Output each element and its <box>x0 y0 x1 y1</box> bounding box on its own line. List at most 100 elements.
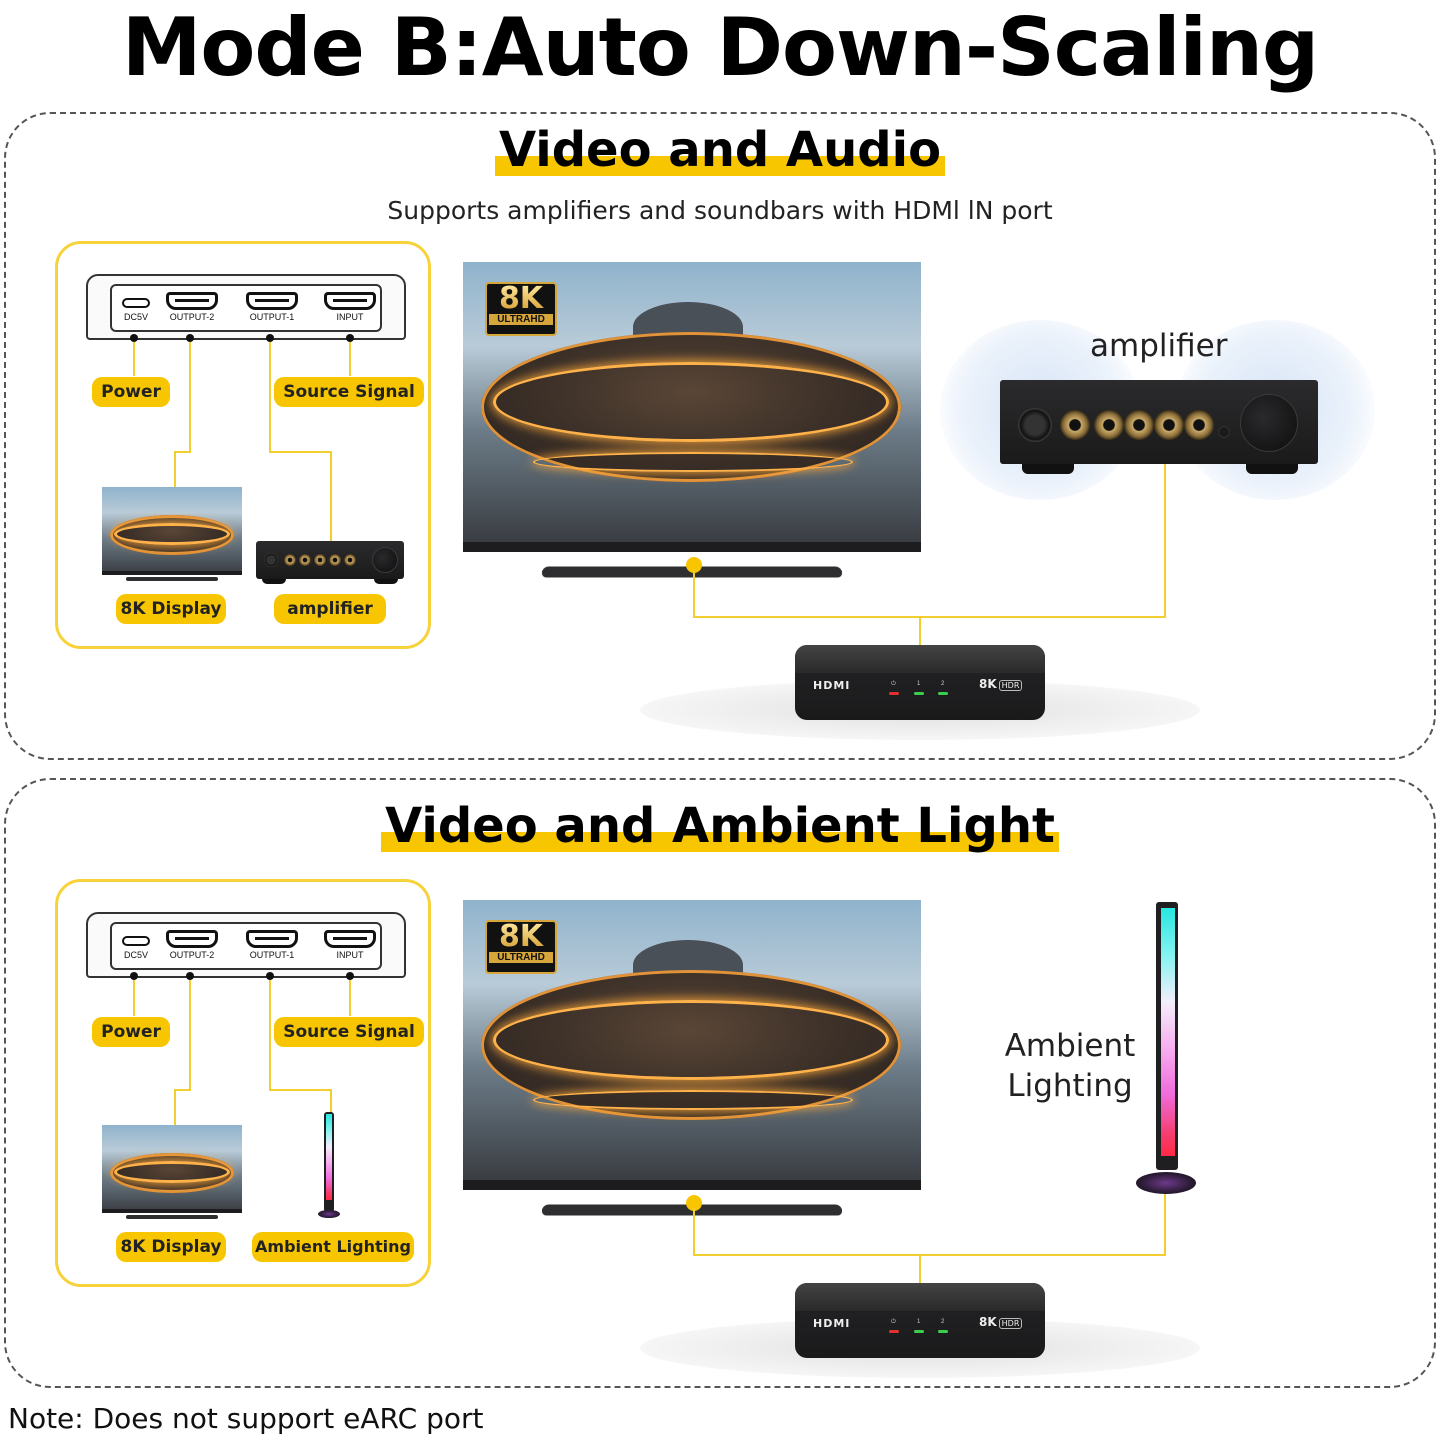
label-source-signal: Source Signal <box>274 1017 424 1047</box>
hdmi-port-icon <box>246 292 298 310</box>
port-label: INPUT <box>336 950 364 960</box>
footer-note: Note: Does not support eARC port <box>8 1402 484 1435</box>
switch-hdr-text: HDR <box>998 680 1023 691</box>
hdmi-port-icon <box>324 292 376 310</box>
tv-screen: 8K ULTRAHD <box>463 262 921 542</box>
ambient-label-line1: Ambient <box>1004 1028 1136 1064</box>
connector-line <box>693 1208 695 1256</box>
mini-tv-screen <box>102 487 242 573</box>
usb-c-port-icon <box>122 936 150 946</box>
ambient-lighting-label: Ambient Lighting <box>994 1026 1146 1106</box>
port-dot <box>266 972 274 980</box>
section-title-text: Video and Audio <box>494 122 946 178</box>
ufo-ring <box>114 1161 230 1183</box>
mini-tv-stand <box>126 1215 218 1219</box>
connection-diagram-ambient: DC5V OUTPUT-2 OUTPUT-1 INPUT Power Sourc… <box>55 879 431 1287</box>
connector-line <box>349 342 351 376</box>
port-label: OUTPUT-1 <box>249 950 295 960</box>
label-8k-display: 8K Display <box>116 594 226 624</box>
connector-line <box>693 1254 1166 1256</box>
tv-bezel <box>463 542 921 552</box>
tv-bezel <box>463 1180 921 1190</box>
amp-foot <box>1022 464 1074 474</box>
led-power-label: ⏻ <box>891 1319 896 1325</box>
port-label: OUTPUT-2 <box>169 312 215 322</box>
switch-8k-text: 8K <box>979 1315 997 1329</box>
light-glow <box>1161 908 1175 1156</box>
connector-line <box>174 1089 191 1091</box>
rca-jack <box>284 554 296 566</box>
port-dot <box>346 334 354 342</box>
port-dot <box>186 334 194 342</box>
rca-jack <box>314 554 326 566</box>
connector-line <box>1164 460 1166 618</box>
connector-line <box>1164 1190 1166 1256</box>
switch-top-surface <box>795 1283 1045 1311</box>
led-output-1 <box>914 1330 924 1333</box>
connector-line <box>174 451 191 453</box>
port-dc5v: DC5V <box>118 292 154 322</box>
label-ambient-lighting: Ambient Lighting <box>252 1232 414 1262</box>
connector-line <box>189 342 191 452</box>
port-label: DC5V <box>123 950 148 960</box>
hdmi-port-icon <box>324 930 376 948</box>
connector-line <box>174 451 176 487</box>
light-glow <box>326 1114 332 1200</box>
rca-jack <box>1124 410 1154 440</box>
led-power <box>889 692 899 695</box>
rca-jack <box>299 554 311 566</box>
switch-hdr-text: HDR <box>998 1318 1023 1329</box>
ambient-label-line2: Lighting <box>1007 1068 1133 1104</box>
switch-port-panel: DC5V OUTPUT-2 OUTPUT-1 INPUT <box>86 912 406 978</box>
switch-brand-label: HDMI <box>813 1317 851 1330</box>
amp-foot <box>1246 464 1298 474</box>
port-dot <box>130 334 138 342</box>
rca-jack <box>1094 410 1124 440</box>
ufo-lower-ring <box>533 1090 853 1110</box>
led-power-label: ⏻ <box>891 681 896 687</box>
port-panel-inner: DC5V OUTPUT-2 OUTPUT-1 INPUT <box>110 922 382 970</box>
section-title-text: Video and Ambient Light <box>381 798 1059 854</box>
connector-line <box>133 342 135 376</box>
connector-line <box>919 1254 921 1284</box>
port-dc5v: DC5V <box>118 930 154 960</box>
amp-button <box>1218 426 1230 438</box>
label-power: Power <box>92 377 170 407</box>
port-output-1: OUTPUT-1 <box>240 292 304 322</box>
port-label: INPUT <box>336 312 364 322</box>
connector-line <box>269 1089 331 1091</box>
connector-line <box>269 342 271 452</box>
section-title-video-ambient: Video and Ambient Light <box>0 798 1440 854</box>
mini-tv-bezel <box>102 571 242 575</box>
volume-knob <box>1240 394 1298 452</box>
badge-ultrahd-text: ULTRAHD <box>489 314 553 325</box>
connector-line <box>330 1089 332 1113</box>
mini-ambient-light <box>324 1112 334 1212</box>
xlr-jack <box>1018 408 1052 442</box>
connector-line <box>269 980 271 1090</box>
port-dot <box>266 334 274 342</box>
connector-line <box>349 980 351 1016</box>
port-output-1: OUTPUT-1 <box>240 930 304 960</box>
switch-top-surface <box>795 645 1045 673</box>
rca-jack <box>344 554 356 566</box>
section-subtitle: Supports amplifiers and soundbars with H… <box>387 196 1053 225</box>
connector-line <box>133 980 135 1016</box>
amp-foot <box>262 579 286 584</box>
label-8k-display: 8K Display <box>116 1232 226 1262</box>
port-output-2: OUTPUT-2 <box>160 292 224 322</box>
hdmi-port-icon <box>166 292 218 310</box>
led-output-2 <box>938 1330 948 1333</box>
switch-8k-text: 8K <box>979 677 997 691</box>
hdmi-port-icon <box>246 930 298 948</box>
port-label: DC5V <box>123 312 148 322</box>
rca-jack <box>329 554 341 566</box>
hdmi-port-icon <box>166 930 218 948</box>
volume-knob <box>372 547 398 573</box>
port-output-2: OUTPUT-2 <box>160 930 224 960</box>
connector-line <box>189 980 191 1090</box>
badge-8k-text: 8K <box>487 284 555 314</box>
usb-c-port-icon <box>122 298 150 308</box>
badge-8k-text: 8K <box>487 922 555 952</box>
